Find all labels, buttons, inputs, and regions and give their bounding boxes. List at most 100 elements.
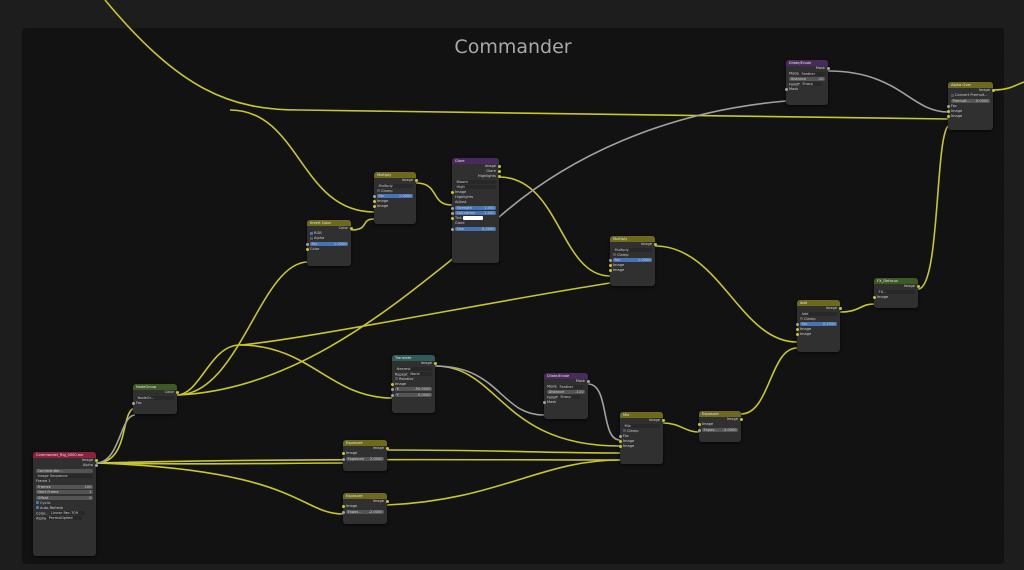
socket-image-in-1[interactable]: Image xyxy=(608,263,655,268)
relative-checkbox[interactable]: Relative xyxy=(392,377,435,382)
alpha-mode-dropdown[interactable]: Premultiplied xyxy=(47,516,83,520)
mode-dropdown[interactable]: Feather xyxy=(799,71,825,76)
exposure-node-2[interactable]: Exposure Image Image Expos...-2.0000 xyxy=(341,493,389,524)
interpolation-dropdown[interactable]: Nearest xyxy=(395,366,432,371)
socket-image-in[interactable]: Image xyxy=(872,295,918,300)
socket-image-in-2[interactable]: Image xyxy=(946,114,993,119)
repeat-row[interactable]: Repeat None xyxy=(392,372,435,377)
alpha-over-header[interactable]: Alpha Over xyxy=(948,82,993,88)
clamp-checkbox[interactable]: Clamp xyxy=(374,189,416,194)
socket-image-in[interactable]: Image xyxy=(390,382,435,387)
repeat-dropdown[interactable]: None xyxy=(408,372,432,376)
socket-fac-in[interactable]: Fac xyxy=(946,104,993,109)
mode-row[interactable]: Mode Feather xyxy=(544,384,588,389)
socket-color-out[interactable]: Color xyxy=(307,226,353,231)
socket-image-out[interactable]: Image xyxy=(33,458,98,463)
socket-image-in-2[interactable]: Image xyxy=(372,204,416,209)
exposure-2-header[interactable]: Exposure xyxy=(343,493,387,499)
alpha-over-node[interactable]: Alpha Over Image Convert Premult... Prem… xyxy=(946,82,995,130)
glare-panel[interactable]: Glare xyxy=(455,221,465,225)
socket-mask-out[interactable]: Mask xyxy=(544,379,590,384)
fx-defocus-header[interactable]: FX_Defocus xyxy=(874,278,918,284)
mode-dropdown[interactable]: Feather xyxy=(557,384,583,389)
socket-image-in[interactable]: Image xyxy=(697,422,741,427)
blend-mode-dropdown[interactable]: Multiply xyxy=(377,183,413,188)
exposure-field[interactable]: Expos...-3.0000 xyxy=(702,427,738,432)
convert-premul-checkbox[interactable]: Convert Premult... xyxy=(948,93,993,98)
exposure-field[interactable]: Expos...-2.0000 xyxy=(346,509,384,514)
blend-mode-dropdown[interactable]: Mix xyxy=(623,423,660,428)
dilate-erode-node-1[interactable]: Dilate/Erode Mask Mode Feather Distance-… xyxy=(784,60,830,105)
rgb-checkbox[interactable]: RGB xyxy=(307,231,351,236)
translate-node[interactable]: Translate Image Nearest Repeat None Rela… xyxy=(390,355,437,413)
group-selector[interactable]: FX... xyxy=(877,289,915,294)
dilate-1-header[interactable]: Dilate/Erode xyxy=(786,60,828,66)
nodegroup-header[interactable]: NodeGroup xyxy=(133,384,177,390)
quality-dropdown[interactable]: High xyxy=(455,185,496,189)
glare-header[interactable]: Glare xyxy=(452,158,499,164)
alpha-mode-row[interactable]: Alpha Premultiplied xyxy=(33,516,96,521)
falloff-dropdown[interactable]: Sharp xyxy=(800,82,822,86)
invert-header[interactable]: Invert Color xyxy=(307,220,351,226)
socket-image-out[interactable]: Image xyxy=(343,446,389,451)
falloff-dropdown[interactable]: Sharp xyxy=(558,395,580,399)
exposure-1-header[interactable]: Exposure xyxy=(343,440,387,446)
socket-image-in[interactable]: Image xyxy=(450,190,499,195)
file-selector[interactable]: Commander... xyxy=(36,468,93,473)
cyclic-checkbox[interactable]: Cyclic xyxy=(33,501,96,506)
mix-node[interactable]: Mix Image Mix Clamp Fac Image Image xyxy=(618,412,665,464)
socket-image-out[interactable]: Image xyxy=(452,164,501,169)
socket-fac-in[interactable]: Fac xyxy=(618,434,663,439)
socket-image-in[interactable]: Image xyxy=(341,504,387,509)
socket-mask-out[interactable]: Mask xyxy=(786,66,830,71)
clamp-checkbox[interactable]: Clamp xyxy=(620,429,663,434)
tint-row[interactable]: Tint xyxy=(450,216,499,221)
socket-image-in-2[interactable]: Image xyxy=(618,444,663,449)
socket-fac-in[interactable]: Fac xyxy=(131,401,177,406)
socket-image-in-1[interactable]: Image xyxy=(372,199,416,204)
dilate-erode-node-2[interactable]: Dilate/Erode Mask Mode Feather Distance-… xyxy=(542,373,590,419)
socket-image-out[interactable]: Image xyxy=(948,88,995,93)
exposure-3-header[interactable]: Exposure xyxy=(699,411,741,417)
color-space-row[interactable]: Color... Linear Rec.709 xyxy=(33,511,96,516)
mode-row[interactable]: Mode Feather xyxy=(786,71,828,76)
nodegroup-node[interactable]: NodeGroup Color NodeGr... Fac xyxy=(131,384,179,414)
x-field[interactable]: X-50.0000 xyxy=(395,387,432,391)
distance-field[interactable]: Distance-10 xyxy=(789,76,825,81)
glare-node[interactable]: Glare Image Glare Highlights Bloom High … xyxy=(450,158,501,263)
color-space-dropdown[interactable]: Linear Rec.709 xyxy=(49,511,85,515)
glare-type-dropdown[interactable]: Bloom xyxy=(455,179,496,184)
translate-header[interactable]: Translate xyxy=(392,355,435,361)
socket-mask-in[interactable]: Mask xyxy=(542,400,588,405)
clamp-checkbox[interactable]: Clamp xyxy=(797,317,840,322)
socket-image-out[interactable]: Image xyxy=(392,361,437,366)
distance-field[interactable]: Distance-110 xyxy=(547,389,585,394)
socket-color-out[interactable]: Color xyxy=(133,390,179,395)
socket-image-out[interactable]: Image xyxy=(874,284,920,289)
image-node[interactable]: Commander_Rig_0000.exr Image Alpha Comma… xyxy=(33,452,98,556)
socket-color-in[interactable]: Color xyxy=(305,247,351,252)
tint-color-swatch[interactable] xyxy=(462,216,483,220)
socket-image-out[interactable]: Image xyxy=(343,499,389,504)
blend-mode-dropdown[interactable]: Add xyxy=(800,311,837,316)
socket-image-out[interactable]: Image xyxy=(699,417,743,422)
adjust-panel[interactable]: Adjust xyxy=(455,200,467,204)
socket-image-out[interactable]: Image xyxy=(374,178,418,183)
socket-image-out[interactable]: Image xyxy=(797,306,842,311)
socket-image-in-2[interactable]: Image xyxy=(795,332,840,337)
source-dropdown[interactable]: Image Sequence xyxy=(36,474,93,478)
